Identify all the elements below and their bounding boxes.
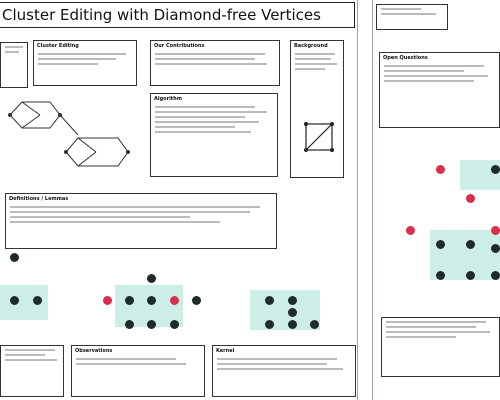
- kernel-heading: Kernel: [216, 348, 235, 354]
- graph-node: [436, 271, 445, 280]
- right-bottom-box: [381, 317, 500, 377]
- intro-box: [0, 42, 28, 88]
- graph-node: [192, 296, 201, 305]
- observations-box: Observations: [71, 345, 205, 397]
- graph-node: [466, 194, 475, 203]
- graph-node: [147, 320, 156, 329]
- kernel-box: Kernel: [212, 345, 356, 397]
- graph-node: [147, 296, 156, 305]
- poster-title: Cluster Editing with Diamond-free Vertic…: [0, 2, 355, 28]
- graph-node: [491, 244, 500, 253]
- problem-box: Cluster Editing: [33, 40, 137, 86]
- graph-node: [436, 165, 445, 174]
- graph-node: [33, 296, 42, 305]
- problem-heading: Cluster Editing: [37, 43, 79, 49]
- cluster-highlight: [250, 290, 320, 330]
- graph-node: [406, 226, 415, 235]
- graph-node: [147, 274, 156, 283]
- graph-node: [125, 296, 134, 305]
- graph-node: [170, 296, 179, 305]
- graph-node: [288, 320, 297, 329]
- column-separator: [357, 0, 358, 400]
- graph-node: [491, 226, 500, 235]
- graph-node: [466, 240, 475, 249]
- background-heading: Background: [294, 43, 328, 49]
- graph-node: [10, 296, 19, 305]
- diamond-figure: [304, 122, 334, 152]
- graph-node: [125, 320, 134, 329]
- graph-node: [103, 296, 112, 305]
- graph-node: [491, 165, 500, 174]
- graph-node: [491, 271, 500, 280]
- graph-node: [170, 320, 179, 329]
- column-separator: [372, 0, 373, 400]
- conclusion-box: Open Questions: [379, 52, 500, 128]
- results-heading: Our Contributions: [154, 43, 205, 49]
- definitions-heading: Definitions / Lemmas: [9, 196, 69, 202]
- graph-node: [466, 271, 475, 280]
- graph-node: [288, 296, 297, 305]
- algorithm-heading: Algorithm: [154, 96, 182, 102]
- graph-node: [265, 296, 274, 305]
- graph-node: [436, 240, 445, 249]
- definitions-box: Definitions / Lemmas: [5, 193, 277, 249]
- info-box: [376, 4, 448, 30]
- example-graph-figure: [8, 101, 130, 167]
- conclusion-heading: Open Questions: [383, 55, 428, 61]
- observations-heading: Observations: [75, 348, 113, 354]
- graph-node: [265, 320, 274, 329]
- graph-node: [310, 320, 319, 329]
- background-box: Background: [290, 40, 344, 178]
- algorithm-box: Algorithm: [150, 93, 278, 177]
- bottom-box-left: [0, 345, 64, 397]
- graph-node: [10, 253, 19, 262]
- results-box: Our Contributions: [150, 40, 280, 86]
- graph-node: [288, 308, 297, 317]
